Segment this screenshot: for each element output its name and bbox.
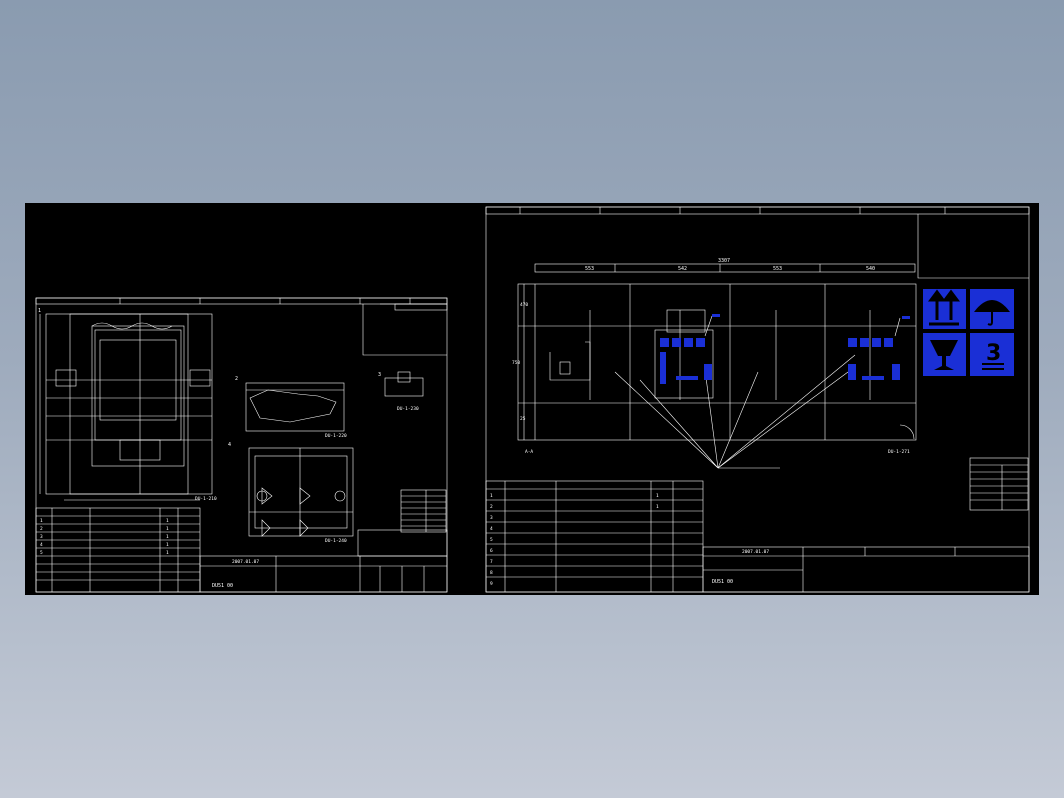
dim-total: 3307 [718,258,730,264]
part-code-4: DU-1-240 [325,538,347,544]
bom-no: 9 [490,581,493,587]
right-part-code: DU-1-271 [888,449,910,455]
left-date: 2007.01.07 [232,559,259,565]
dim-2: 542 [678,266,687,272]
section-note: A-A [525,449,533,455]
dim-vertical-3: 25 [520,416,526,422]
view-label-2: 2 [235,376,238,382]
bom-no: 2 [40,526,43,532]
view-label-1: 1 [38,308,41,314]
packaging-symbols: 3 [921,287,1017,378]
bom-no: 7 [490,559,493,565]
bom-qty: 1 [656,493,659,499]
left-drawing-sheet[interactable]: 1 2 3 4 DU-1-210 DU-1-220 DU-1-230 DU-1-… [25,203,478,595]
bom-no: 1 [40,518,43,524]
bom-no: 8 [490,570,493,576]
left-bom-table: 1 2 3 4 5 1 1 1 1 1 [40,518,169,556]
right-drawing-sheet[interactable]: 3 3307 553 542 553 540 470 750 25 A-A DU… [478,203,1039,595]
bom-no: 6 [490,548,493,554]
part-code-main: DU-1-210 [195,496,217,502]
bom-qty: 1 [656,504,659,510]
bom-qty: 1 [166,550,169,556]
bom-no: 3 [490,515,493,521]
bom-no: 1 [490,493,493,499]
bom-no: 3 [40,534,43,540]
bom-qty: 1 [166,518,169,524]
dim-vertical-1: 470 [520,302,528,308]
dim-1: 553 [585,266,594,272]
this-way-up-icon [923,289,966,329]
stack-limit-number: 3 [986,341,1001,366]
bom-qty: 1 [166,542,169,548]
dim-4: 540 [866,266,875,272]
bom-no: 5 [490,537,493,543]
right-drawing-no: DU51 00 [712,579,733,585]
view-label-3: 3 [378,372,381,378]
bom-no: 4 [40,542,43,548]
right-date: 2007.01.07 [742,549,769,555]
bom-no: 5 [40,550,43,556]
bom-qty: 1 [166,534,169,540]
dim-vertical-2: 750 [512,360,520,366]
right-bom-table: 1 2 3 4 5 6 7 8 9 1 1 [490,493,659,587]
part-code-2: DU-1-220 [325,433,347,439]
left-drawing-no: DU51 00 [212,583,233,589]
blue-markers [660,314,910,384]
bom-no: 2 [490,504,493,510]
dim-3: 553 [773,266,782,272]
bom-no: 4 [490,526,493,532]
part-code-3: DU-1-230 [397,406,419,412]
bom-qty: 1 [166,526,169,532]
view-label-4: 4 [228,442,231,448]
